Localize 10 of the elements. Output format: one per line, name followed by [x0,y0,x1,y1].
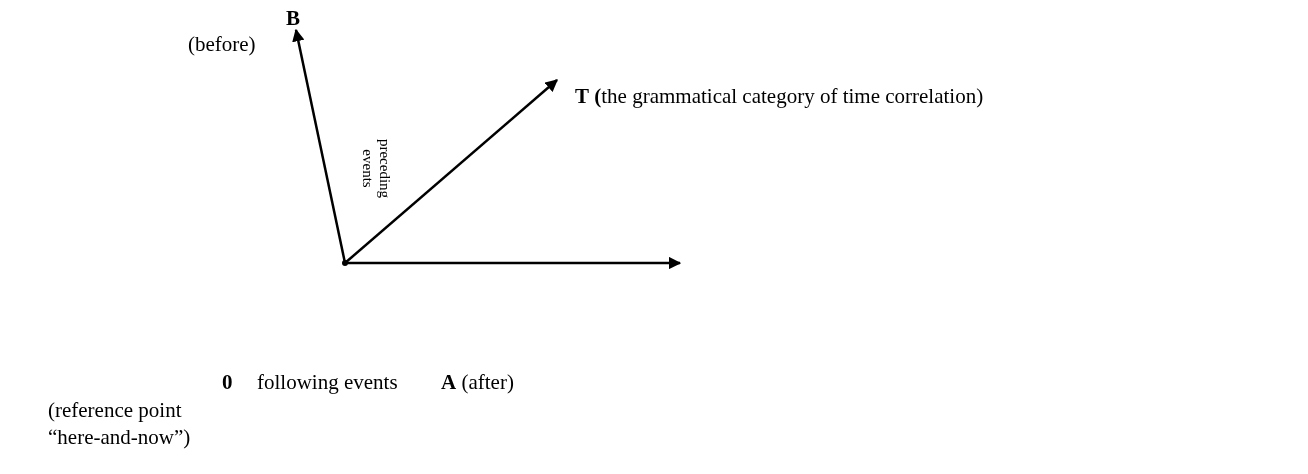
origin-point [342,260,348,266]
axis-label: 0 [222,370,233,395]
axis-label: (before) [188,32,256,57]
note: (reference point “here-and-now”) [48,397,192,452]
axis-label: preceding events [359,137,393,201]
arrow [345,256,682,270]
axis-label: following events [257,370,398,395]
axis-label: A (after) [441,370,514,395]
arrow [344,79,558,264]
axis-label: B [286,6,306,30]
